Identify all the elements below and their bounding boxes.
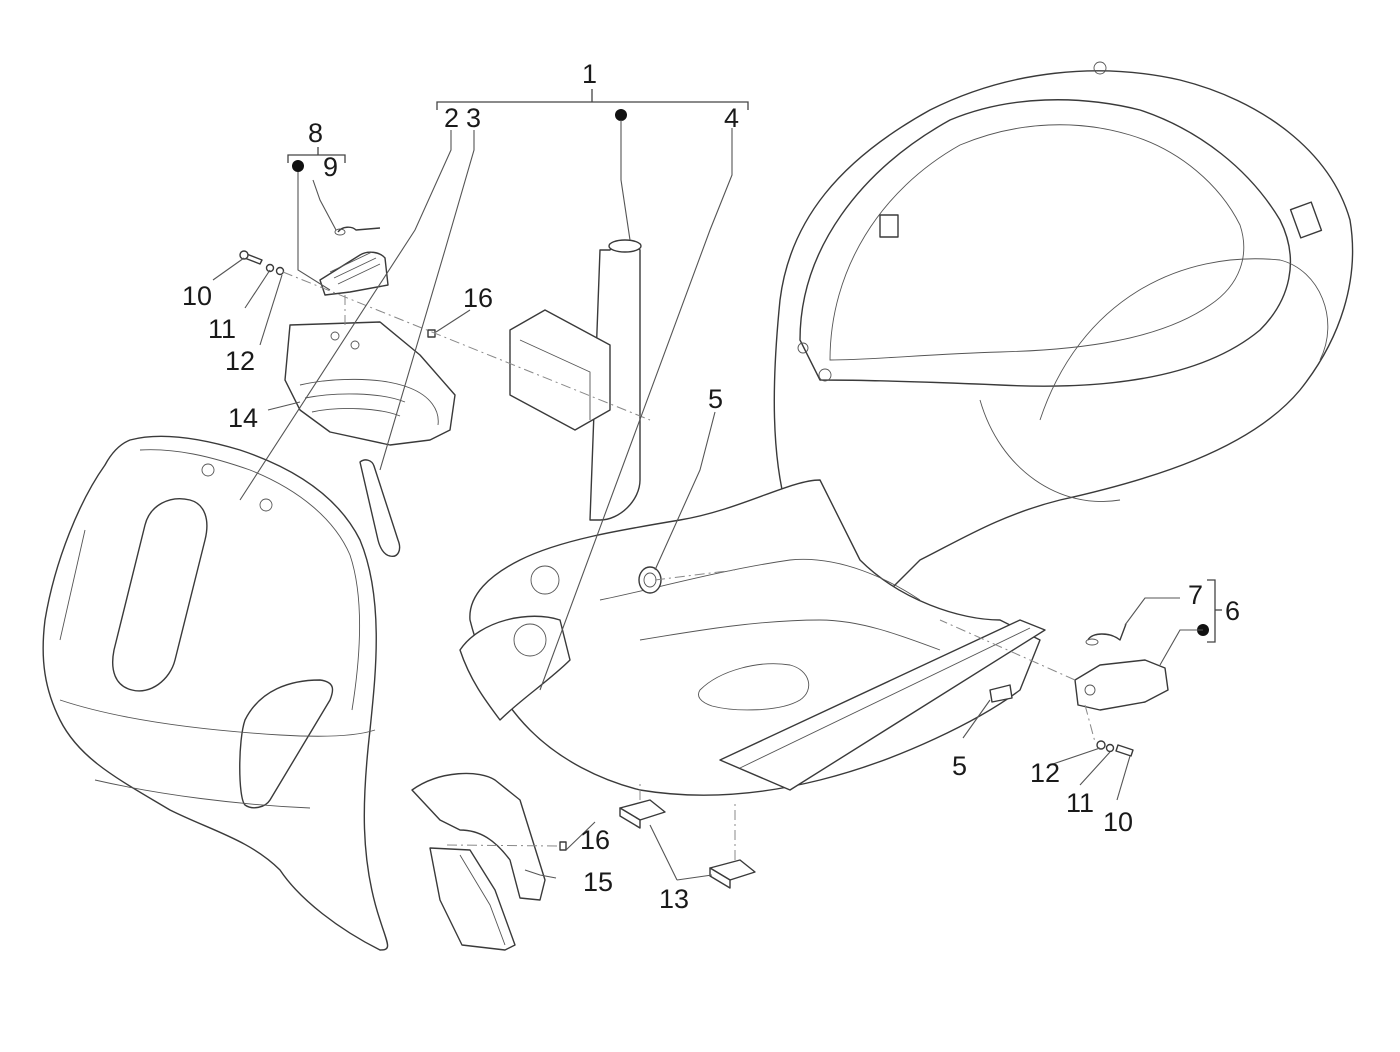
kit-dot-frame [615, 109, 627, 121]
lower-cover [411, 772, 567, 951]
kit-dot-front-hinge [292, 160, 304, 172]
rubber-pads [619, 799, 756, 889]
callout-16-upper: 16 [463, 283, 493, 313]
frame-body [459, 61, 1354, 796]
callout-1: 1 [582, 59, 597, 89]
callout-10-rear: 10 [1103, 807, 1133, 837]
glovebox-panel [284, 321, 456, 557]
callout-4: 4 [724, 103, 739, 133]
callout-5-footboard: 5 [952, 751, 967, 781]
callout-15: 15 [583, 867, 613, 897]
callout-labels: 1 2 3 4 5 5 6 7 8 9 10 11 12 10 11 12 13… [182, 59, 1240, 914]
callout-12-front: 12 [225, 346, 255, 376]
callout-13: 13 [659, 884, 689, 914]
callout-16-lower: 16 [580, 825, 610, 855]
callout-7: 7 [1188, 580, 1203, 610]
callout-9: 9 [323, 152, 338, 182]
callout-2: 2 [444, 103, 459, 133]
callout-11-rear: 11 [1066, 788, 1094, 818]
callout-14: 14 [228, 403, 258, 433]
alignment-lines [282, 271, 1096, 860]
callout-3: 3 [466, 103, 481, 133]
callout-8: 8 [308, 118, 323, 148]
leg-shield [42, 435, 389, 951]
callout-10-front: 10 [182, 281, 212, 311]
front-hinge [319, 226, 389, 296]
front-fasteners [239, 250, 436, 338]
callout-12-rear: 12 [1030, 758, 1060, 788]
callout-11-front: 11 [208, 314, 236, 344]
leader-lines [212, 120, 1203, 881]
rear-hinge [989, 623, 1169, 757]
callout-6: 6 [1225, 596, 1240, 626]
callout-5-central: 5 [708, 384, 723, 414]
